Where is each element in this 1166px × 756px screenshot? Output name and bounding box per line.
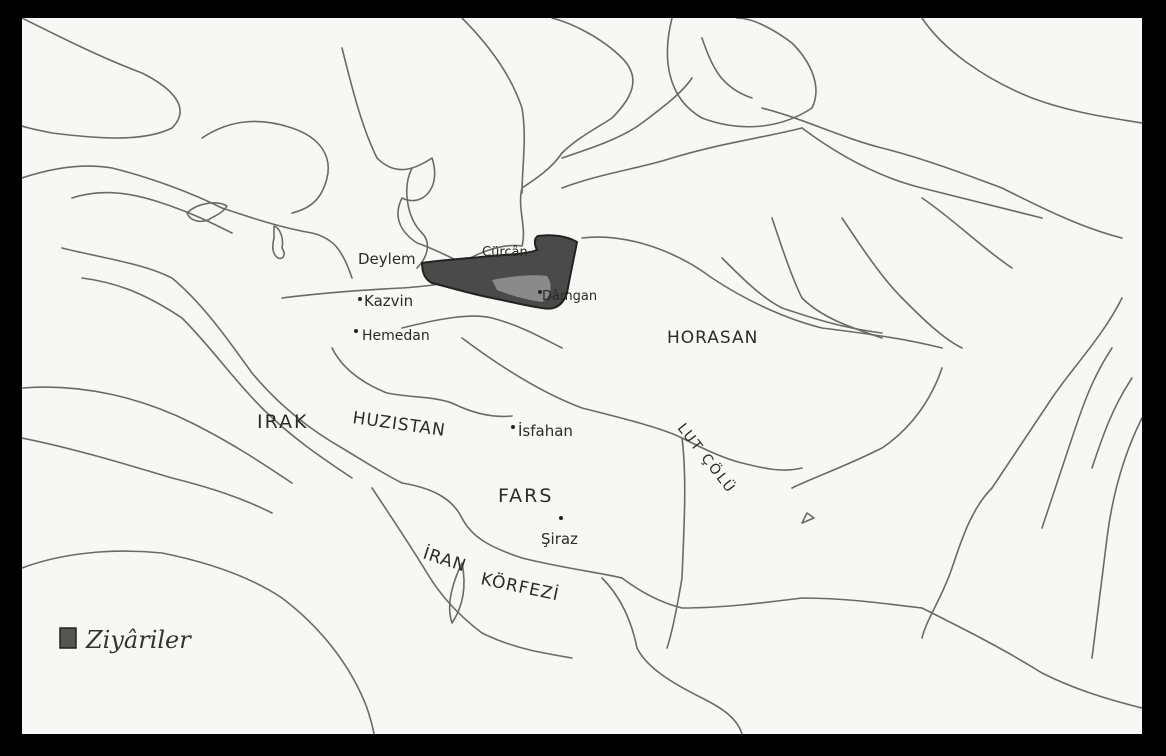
label-irak: IRAK <box>257 411 309 433</box>
persian-gulf-north <box>401 482 623 579</box>
historical-map: Deylem Cürcân Dâmgan Kazvin Hemedan İsfa… <box>22 18 1142 734</box>
label-deylem: Deylem <box>358 250 416 268</box>
eastern-river-3 <box>1091 377 1133 469</box>
label-damgan: Dâmgan <box>542 289 597 304</box>
coast-caucasus-2 <box>71 191 233 234</box>
caucasus-ridge <box>201 120 329 214</box>
river-north-6 <box>921 18 1142 124</box>
mesopotamia-line-1 <box>81 277 353 479</box>
khorasan-river-1 <box>581 236 943 349</box>
eastern-river-4 <box>991 297 1123 489</box>
city-dot-isfahan <box>511 425 515 429</box>
aral-inner-shore <box>701 37 753 99</box>
ziyarid-inner-fill <box>492 275 551 302</box>
eastern-river-5 <box>921 487 993 639</box>
map-legend: Ziyâriler <box>59 626 192 654</box>
khorasan-river-4 <box>841 217 963 349</box>
zagros-line <box>61 247 403 484</box>
lake-urmia <box>272 225 285 260</box>
label-korfezi: KÖRFEZİ <box>479 567 561 605</box>
lut-border <box>681 437 803 471</box>
caspian-west-shore <box>406 167 429 269</box>
city-dot-damgan <box>538 290 542 294</box>
arabian-coast <box>621 577 923 609</box>
label-huzistan: HUZISTAN <box>351 408 447 441</box>
lake-van <box>186 202 228 223</box>
coast-south-east <box>921 607 1142 709</box>
bottom-left-arc <box>22 550 375 734</box>
label-siraz: Şiraz <box>541 530 578 548</box>
persian-gulf-south <box>371 487 573 659</box>
eastern-river-6 <box>1091 417 1142 659</box>
coastline-black-sea <box>22 18 181 139</box>
city-dot-kazvin <box>358 297 362 301</box>
label-curcan: Cürcân <box>482 245 528 260</box>
city-dot-hemedan <box>354 329 358 333</box>
label-fars: FARS <box>498 485 553 507</box>
river-north-1 <box>461 18 526 194</box>
river-north-5 <box>761 107 1003 189</box>
khorasan-river-5 <box>921 197 1013 269</box>
label-hemedan: Hemedan <box>362 328 430 344</box>
region-border-mid <box>401 315 563 349</box>
coastline-caspian <box>341 18 634 264</box>
label-horasan: HORASAN <box>667 328 758 348</box>
label-isfahan: İsfahan <box>518 421 573 440</box>
fars-border <box>461 337 686 649</box>
label-iran: İRAN <box>420 543 469 577</box>
river-north-4 <box>801 127 1043 219</box>
legend-label: Ziyâriler <box>85 626 192 654</box>
coast-caucasus-1 <box>22 165 353 279</box>
river-north-2 <box>561 77 693 159</box>
mesopotamia-line-2 <box>22 386 293 484</box>
label-kazvin: Kazvin <box>364 292 413 310</box>
huzistan-border <box>331 347 513 418</box>
city-dot-siraz <box>559 516 563 520</box>
small-lake-east <box>801 512 815 524</box>
river-north-7 <box>1001 187 1123 239</box>
khorasan-river-3 <box>771 217 883 339</box>
gulf-qatar <box>448 562 465 624</box>
eastern-river-2 <box>1041 347 1113 529</box>
aral-sea-outline <box>666 18 817 128</box>
river-north-3 <box>561 127 803 189</box>
gulf-oman <box>601 577 743 734</box>
legend-swatch <box>59 627 77 649</box>
eastern-river-1 <box>791 367 943 489</box>
map-paper: Deylem Cürcân Dâmgan Kazvin Hemedan İsfa… <box>22 18 1142 734</box>
mesopotamia-line-3 <box>22 437 273 514</box>
